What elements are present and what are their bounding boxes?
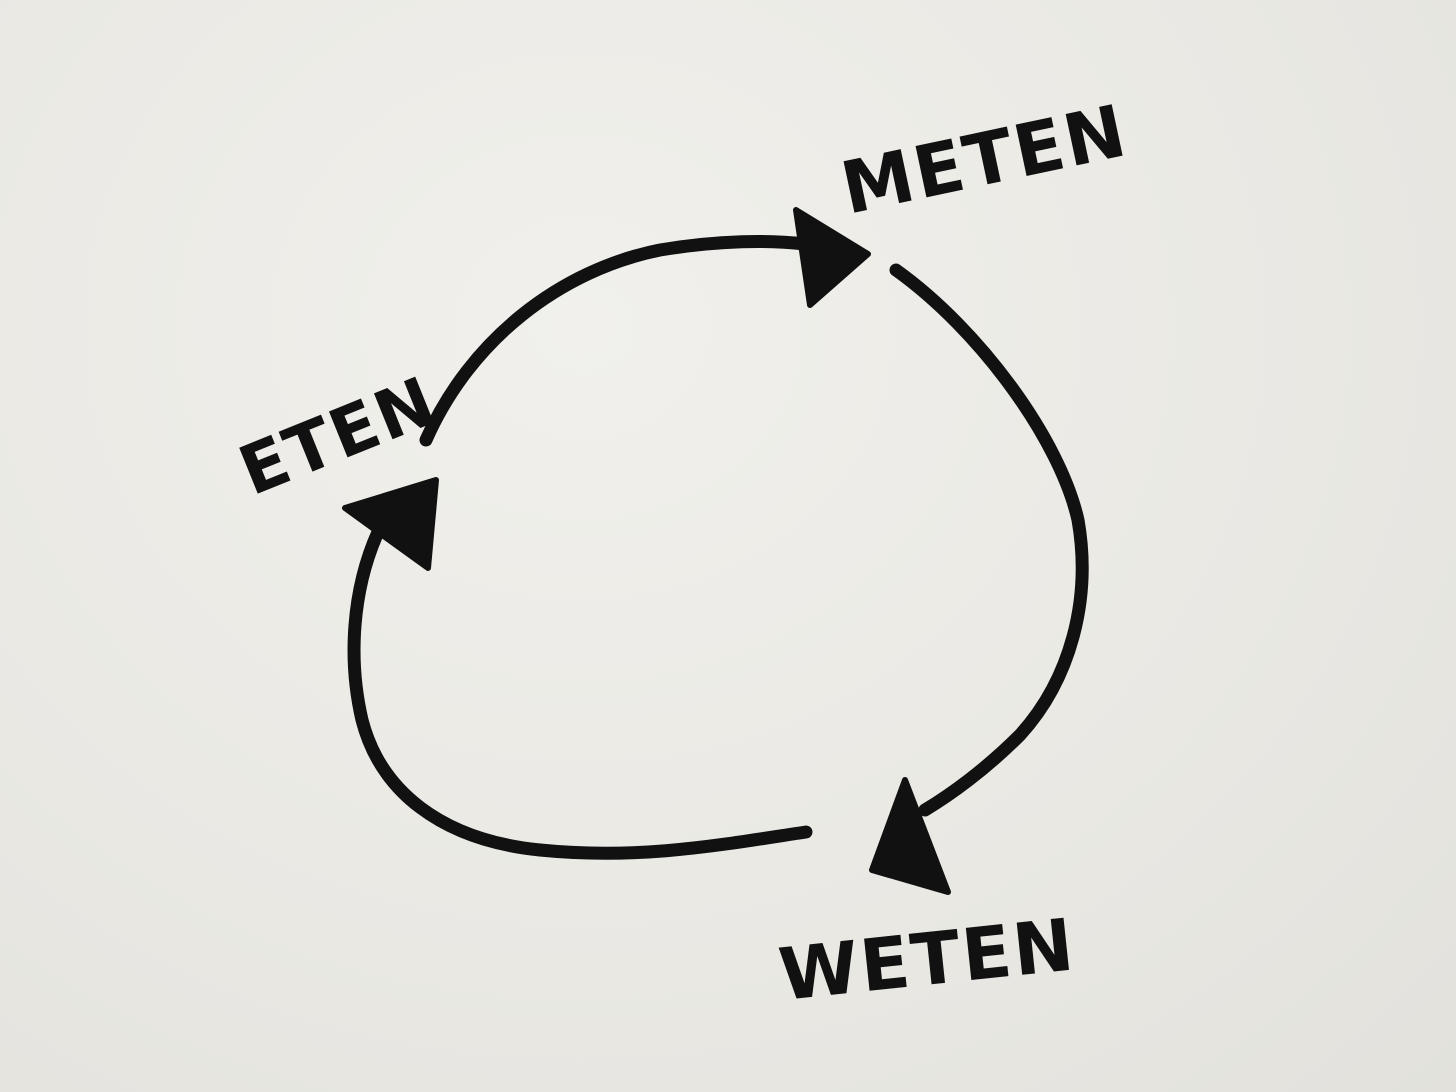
node-label-meten: METEN (834, 88, 1135, 230)
arrowhead-to-weten-icon (869, 777, 951, 895)
edge-meten-to-weten (869, 263, 1089, 895)
arc-weten-eten (347, 525, 813, 860)
edge-eten-to-meten (419, 207, 871, 447)
arrowhead-to-meten-icon (793, 207, 871, 308)
arc-meten-weten (889, 263, 1089, 817)
arc-eten-meten (419, 235, 812, 447)
edge-weten-to-eten (342, 477, 813, 860)
arrowhead-to-eten-icon (342, 477, 439, 571)
node-label-weten: WETEN (775, 902, 1079, 1017)
